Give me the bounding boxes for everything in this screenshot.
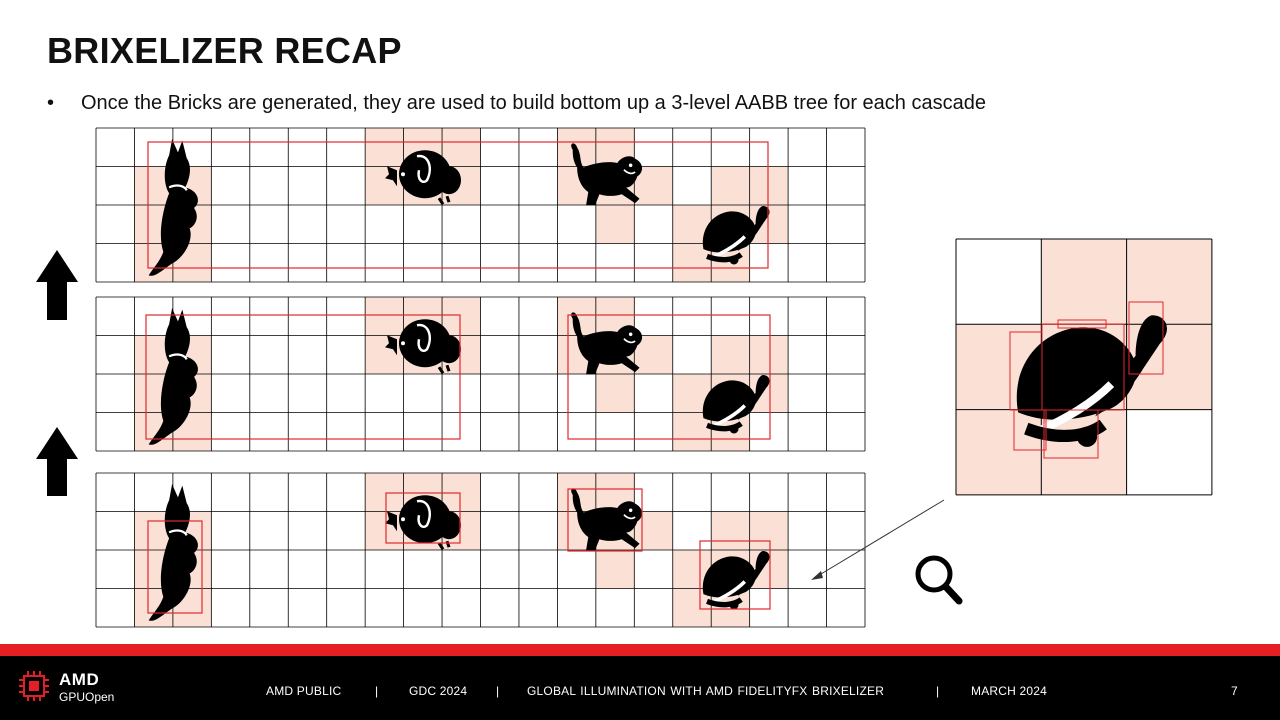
- turtle-brick: [956, 409, 1042, 495]
- bullet-text: Once the Bricks are generated, they are …: [81, 92, 986, 114]
- cascade-level-3-panel: [95, 127, 866, 283]
- up-arrow-icon: [36, 427, 78, 496]
- footer-logo-amd: AMD: [59, 670, 100, 689]
- aabb-box: [567, 488, 643, 552]
- footer-red-bar: [0, 644, 1280, 656]
- magnifier-icon: [915, 555, 963, 605]
- turtle-brick: [1126, 239, 1212, 325]
- aabb-box: [1057, 319, 1107, 329]
- footer-date: MARCH 2024: [971, 684, 1048, 698]
- zoom-pointer-arrowhead: [811, 571, 823, 580]
- aabb-box: [1013, 409, 1047, 451]
- turtle-brick: [1041, 239, 1127, 325]
- dog-brick: [595, 374, 635, 413]
- bullet-point: • Once the Bricks are generated, they are…: [47, 92, 986, 115]
- slide-title: BRIXELIZER RECAP: [47, 30, 402, 71]
- amd-chip-logo-icon: [19, 671, 49, 701]
- aabb-box: [147, 520, 203, 614]
- footer-separator: |: [375, 684, 379, 698]
- aabb-box: [147, 141, 769, 269]
- aabb-box: [1043, 409, 1099, 459]
- footer-separator: |: [496, 684, 500, 698]
- zoom-pointer-line: [815, 499, 945, 578]
- footer-event: GDC 2024: [409, 684, 468, 698]
- zoomed-brick-view: [955, 238, 1213, 496]
- dog-brick: [595, 205, 635, 244]
- cascade-level-1-panel: [95, 472, 866, 628]
- aabb-box: [145, 314, 461, 440]
- footer-separator: |: [936, 684, 940, 698]
- page-number: 7: [1231, 684, 1238, 698]
- bullet-marker: •: [47, 92, 55, 114]
- footer-bar: AMD PUBLIC | GDC 2024 | GLOBAL ILLUMINAT…: [0, 656, 1280, 720]
- footer-logo-gpuopen: GPUOpen: [59, 690, 115, 704]
- up-arrow-icon: [36, 250, 78, 320]
- cascade-level-2-panel: [95, 296, 866, 452]
- aabb-tree-diagram: [36, 127, 1213, 628]
- aabb-box: [699, 540, 771, 610]
- aabb-box: [385, 492, 461, 544]
- aabb-box: [1128, 301, 1164, 375]
- footer-talk-title: GLOBAL ILLUMINATION WITH AMD FIDELITYFX …: [527, 684, 885, 698]
- dog-brick: [595, 550, 635, 589]
- footer-classification: AMD PUBLIC: [266, 684, 342, 698]
- aabb-box: [567, 314, 771, 440]
